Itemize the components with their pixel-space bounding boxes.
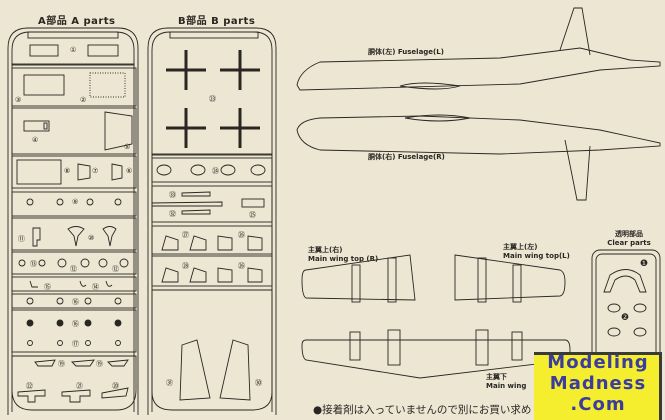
part-number: ⑮ [44,283,51,291]
sprue-a-frame [7,27,139,415]
part-number: ① [70,46,77,54]
fuselage-right-label: 胴体(右) Fuselage(R) [368,153,445,161]
fuselage-left-drawing [296,7,661,91]
part-number: ③ [15,96,22,104]
wing-bottom-jp: 主翼下 [486,373,507,381]
part-number: ㉕ [249,211,256,219]
part-number: ⑲ [58,360,65,368]
part-number: ㉗ [182,231,189,239]
wing-top-left-jp: 主翼上(左) [503,243,538,251]
wing-top-left-en: Main wing top(L) [503,252,570,260]
part-number: ㉑ [76,382,83,390]
part-number: ㉖ [238,262,245,270]
part-number: ⑭ [92,283,99,291]
part-number: ㉒ [26,382,33,390]
watermark-line-2: Madness [549,373,647,394]
part-number: ㉝ [169,191,176,199]
part-number: ⑥ [126,167,133,175]
part-number: ㉔ [212,167,219,175]
part-number: ㉓ [209,95,216,103]
part-number: ⑯ [72,320,79,328]
wing-bottom-en: Main wing [486,382,527,390]
part-number: ⑰ [72,340,79,348]
wing-bottom-drawing [301,329,571,379]
wing-top-right-drawing [301,254,416,303]
clear-parts-title-jp: 透明部品 [615,230,643,238]
wing-top-right-jp: 主翼上(右) [308,246,343,254]
part-number: ⑯ [72,298,79,306]
watermark-logo: Modeling Madness .Com [534,352,662,420]
wing-top-left-drawing [454,254,566,303]
sprue-a-title: A部品 A parts [38,16,116,27]
part-number: ⑬ [30,260,37,268]
part-number: ㉜ [169,210,176,218]
sprue-b-frame [147,27,277,415]
watermark-line-3: .Com [570,394,626,415]
wing-top-right-en: Main wing top (R) [308,255,379,263]
part-number: ⑤ [124,143,131,151]
fuselage-right-drawing [296,114,661,201]
part-number: ② [80,96,87,104]
part-number: ⑧ [64,167,71,175]
part-number: ⑩ [88,234,95,242]
part-number: ⑨ [72,198,79,206]
part-number: ⑫ [70,265,77,273]
part-number: ⑲ [96,360,103,368]
part-number: ㉛ [166,379,173,387]
part-number: ⑦ [92,167,99,175]
clear-part-number: ❶ [640,259,649,269]
clear-part-number: ❷ [621,313,630,323]
part-number: ㉘ [182,262,189,270]
watermark-line-1: Modeling [547,352,649,373]
part-number: ④ [32,136,39,144]
fuselage-left-label: 胴体(左) Fuselage(L) [368,48,444,56]
part-number: ⑪ [18,235,25,243]
part-number: ㉚ [255,379,262,387]
part-number: ㉖ [238,231,245,239]
part-number: ⑳ [112,382,119,390]
clear-parts-title-en: Clear parts [607,239,651,247]
wing-top-left-label-group: 主翼上(左) Main wing top(L) [503,243,570,261]
clear-parts-title: 透明部品 Clear parts [600,230,658,248]
sprue-b-title: B部品 B parts [178,16,256,27]
part-number: ⑫ [112,265,119,273]
footer-note: ●接着剤は入っていませんので別にお買い求め [313,404,532,416]
propeller-icons [166,50,260,148]
wing-top-right-label-group: 主翼上(右) Main wing top (R) [308,246,378,264]
wing-bottom-label-group: 主翼下 Main wing [486,373,526,391]
